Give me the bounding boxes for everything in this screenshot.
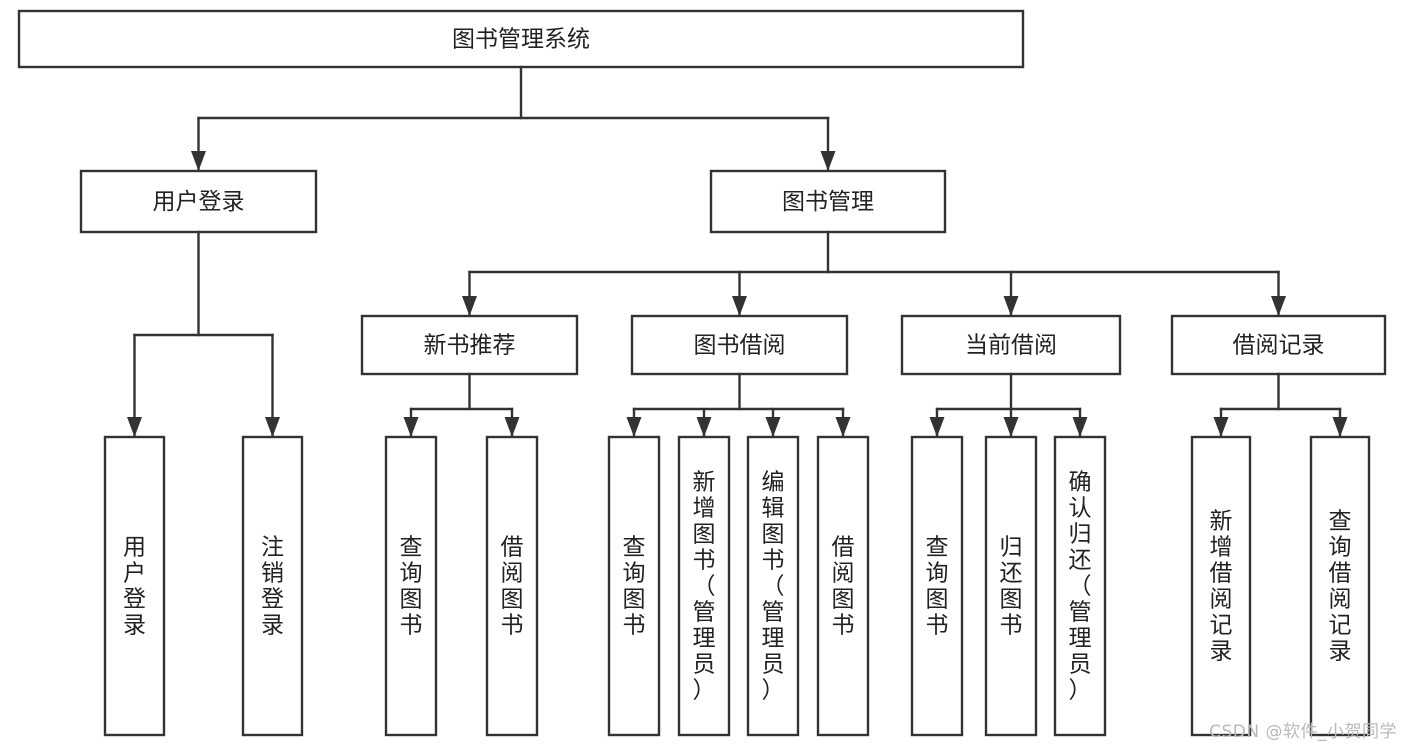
arrowhead-book-manage-2 <box>1003 296 1019 316</box>
node-borrow-record[interactable]: 借阅记录 <box>1170 314 1387 376</box>
arrowhead-current-borrow-2 <box>1072 417 1088 437</box>
node-current-borrow[interactable]: 当前借阅 <box>900 314 1122 376</box>
node-box-edit-book-admin <box>746 435 800 737</box>
node-label-return-book: 归还图书 <box>1000 534 1023 638</box>
node-box-query-book-1 <box>384 435 438 737</box>
arrowhead-borrow-record-1 <box>1332 417 1348 437</box>
node-return-book[interactable]: 归还图书 <box>984 435 1038 737</box>
node-label-book-manage: 图书管理 <box>782 189 874 215</box>
node-label-borrow-record: 借阅记录 <box>1233 333 1325 359</box>
arrowhead-book-borrow-3 <box>835 417 851 437</box>
node-label-query-book-1: 查询图书 <box>400 534 423 638</box>
node-box-user-login-do <box>103 435 166 737</box>
arrowhead-new-book-recommend-1 <box>504 417 520 437</box>
node-label-query-borrow-record: 查询借阅记录 <box>1329 508 1352 664</box>
node-user-login-do[interactable]: 用户登录 <box>103 435 166 737</box>
arrowhead-current-borrow-0 <box>929 417 945 437</box>
node-label-add-borrow-record: 新增借阅记录 <box>1210 508 1233 664</box>
node-borrow-book-1[interactable]: 借阅图书 <box>485 435 539 737</box>
node-query-book-1[interactable]: 查询图书 <box>384 435 438 737</box>
node-user-login[interactable]: 用户登录 <box>79 169 318 234</box>
arrowhead-root-1 <box>820 151 836 171</box>
node-user-logout[interactable]: 注销登录 <box>241 435 304 737</box>
node-box-add-book-admin <box>677 435 731 737</box>
node-label-query-book-3: 查询图书 <box>926 534 949 638</box>
node-borrow-book-2[interactable]: 借阅图书 <box>816 435 870 737</box>
node-label-user-login-do: 用户登录 <box>123 534 146 638</box>
node-box-borrow-book-2 <box>816 435 870 737</box>
node-query-borrow-record[interactable]: 查询借阅记录 <box>1309 435 1371 737</box>
node-box-query-book-3 <box>910 435 964 737</box>
node-box-current-borrow <box>900 314 1122 376</box>
node-label-book-borrow: 图书借阅 <box>694 333 786 359</box>
node-query-book-3[interactable]: 查询图书 <box>910 435 964 737</box>
arrowhead-new-book-recommend-0 <box>403 417 419 437</box>
node-box-add-borrow-record <box>1190 435 1252 737</box>
node-label-query-book-2: 查询图书 <box>623 534 646 638</box>
arrowhead-user-login-1 <box>265 417 280 437</box>
node-new-book-recommend[interactable]: 新书推荐 <box>360 314 579 376</box>
arrowhead-book-borrow-1 <box>696 417 712 437</box>
node-box-new-book-recommend <box>360 314 579 376</box>
arrowhead-root-0 <box>191 151 206 171</box>
arrowhead-book-manage-0 <box>462 296 477 316</box>
node-label-borrow-book-2: 借阅图书 <box>832 534 855 638</box>
node-box-return-book <box>984 435 1038 737</box>
node-add-book-admin[interactable]: 新增图书（管理员） <box>677 435 731 737</box>
arrowhead-book-manage-3 <box>1271 296 1286 316</box>
node-label-new-book-recommend: 新书推荐 <box>424 333 516 359</box>
node-book-manage[interactable]: 图书管理 <box>709 169 947 234</box>
node-confirm-return-admin[interactable]: 确认归还（管理员） <box>1053 435 1107 737</box>
arrowhead-book-manage-1 <box>732 296 747 316</box>
arrowhead-book-borrow-2 <box>765 417 781 437</box>
node-label-current-borrow: 当前借阅 <box>965 333 1057 359</box>
node-box-query-borrow-record <box>1309 435 1371 737</box>
node-label-user-login: 用户登录 <box>153 189 245 215</box>
node-label-edit-book-admin: 编辑图书（管理员） <box>762 469 785 703</box>
node-box-borrow-book-1 <box>485 435 539 737</box>
node-label-add-book-admin: 新增图书（管理员） <box>693 469 716 703</box>
csdn-watermark: CSDN @软件_小贺同学 <box>1209 722 1397 742</box>
node-box-user-logout <box>241 435 304 737</box>
node-book-borrow[interactable]: 图书借阅 <box>630 314 849 376</box>
node-box-borrow-record <box>1170 314 1387 376</box>
arrowhead-book-borrow-0 <box>626 417 642 437</box>
node-query-book-2[interactable]: 查询图书 <box>607 435 661 737</box>
node-edit-book-admin[interactable]: 编辑图书（管理员） <box>746 435 800 737</box>
node-label-user-logout: 注销登录 <box>261 534 284 638</box>
node-box-confirm-return-admin <box>1053 435 1107 737</box>
node-add-borrow-record[interactable]: 新增借阅记录 <box>1190 435 1252 737</box>
node-box-book-borrow <box>630 314 849 376</box>
node-box-root <box>17 9 1025 69</box>
arrowhead-user-login-0 <box>127 417 142 437</box>
node-box-book-manage <box>709 169 947 234</box>
arrowhead-current-borrow-1 <box>1003 417 1019 437</box>
arrowhead-borrow-record-0 <box>1213 417 1229 437</box>
node-label-root: 图书管理系统 <box>452 27 590 53</box>
node-label-confirm-return-admin: 确认归还（管理员） <box>1069 469 1092 703</box>
node-root[interactable]: 图书管理系统 <box>17 9 1025 69</box>
node-label-borrow-book-1: 借阅图书 <box>501 534 524 638</box>
node-box-query-book-2 <box>607 435 661 737</box>
